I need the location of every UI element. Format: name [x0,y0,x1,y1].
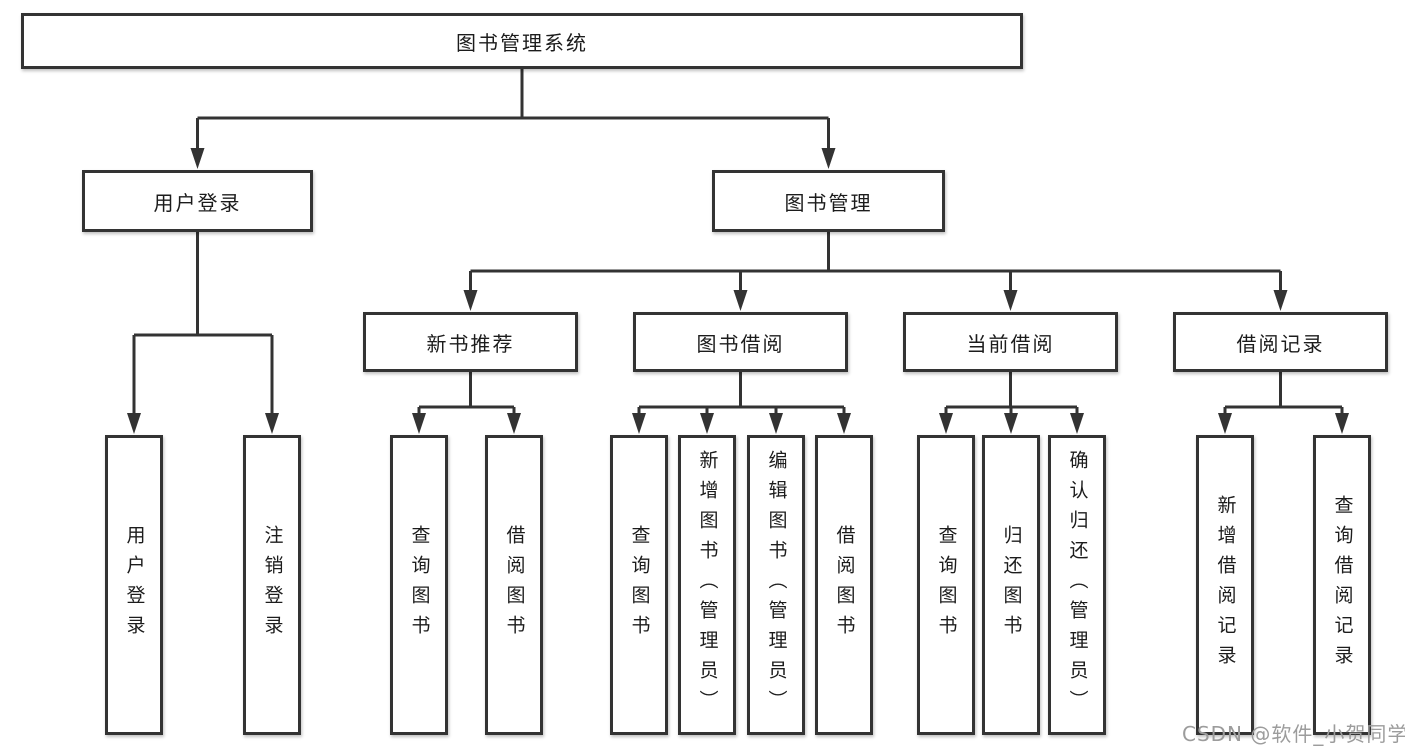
node-library-system: 图书管理系统 [21,13,1023,69]
node-new-book-recommendation: 新书推荐 [363,312,578,372]
leaf-query-books-borrowing: 查询图书 [610,435,668,735]
leaf-edit-books-admin: 编辑图书（管理员） [747,435,805,735]
watermark-text: CSDN @软件_小贺同学 [1182,722,1405,746]
node-book-borrowing: 图书借阅 [633,312,848,372]
leaf-borrow-books-borrowing: 借阅图书 [815,435,873,735]
leaf-return-books: 归还图书 [982,435,1040,735]
node-borrowing-records: 借阅记录 [1173,312,1388,372]
leaf-borrow-books-recommend: 借阅图书 [485,435,543,735]
leaf-query-books-current: 查询图书 [917,435,975,735]
leaf-query-borrow-record: 查询借阅记录 [1313,435,1371,735]
leaf-query-books-recommend: 查询图书 [390,435,448,735]
leaf-add-books-admin: 新增图书（管理员） [678,435,736,735]
node-current-borrowing: 当前借阅 [903,312,1118,372]
leaf-confirm-return-admin: 确认归还（管理员） [1048,435,1106,735]
leaf-logout: 注销登录 [243,435,301,735]
node-book-management: 图书管理 [712,170,945,232]
leaf-user-login: 用户登录 [105,435,163,735]
node-user-login: 用户登录 [82,170,313,232]
leaf-add-borrow-record: 新增借阅记录 [1196,435,1254,735]
